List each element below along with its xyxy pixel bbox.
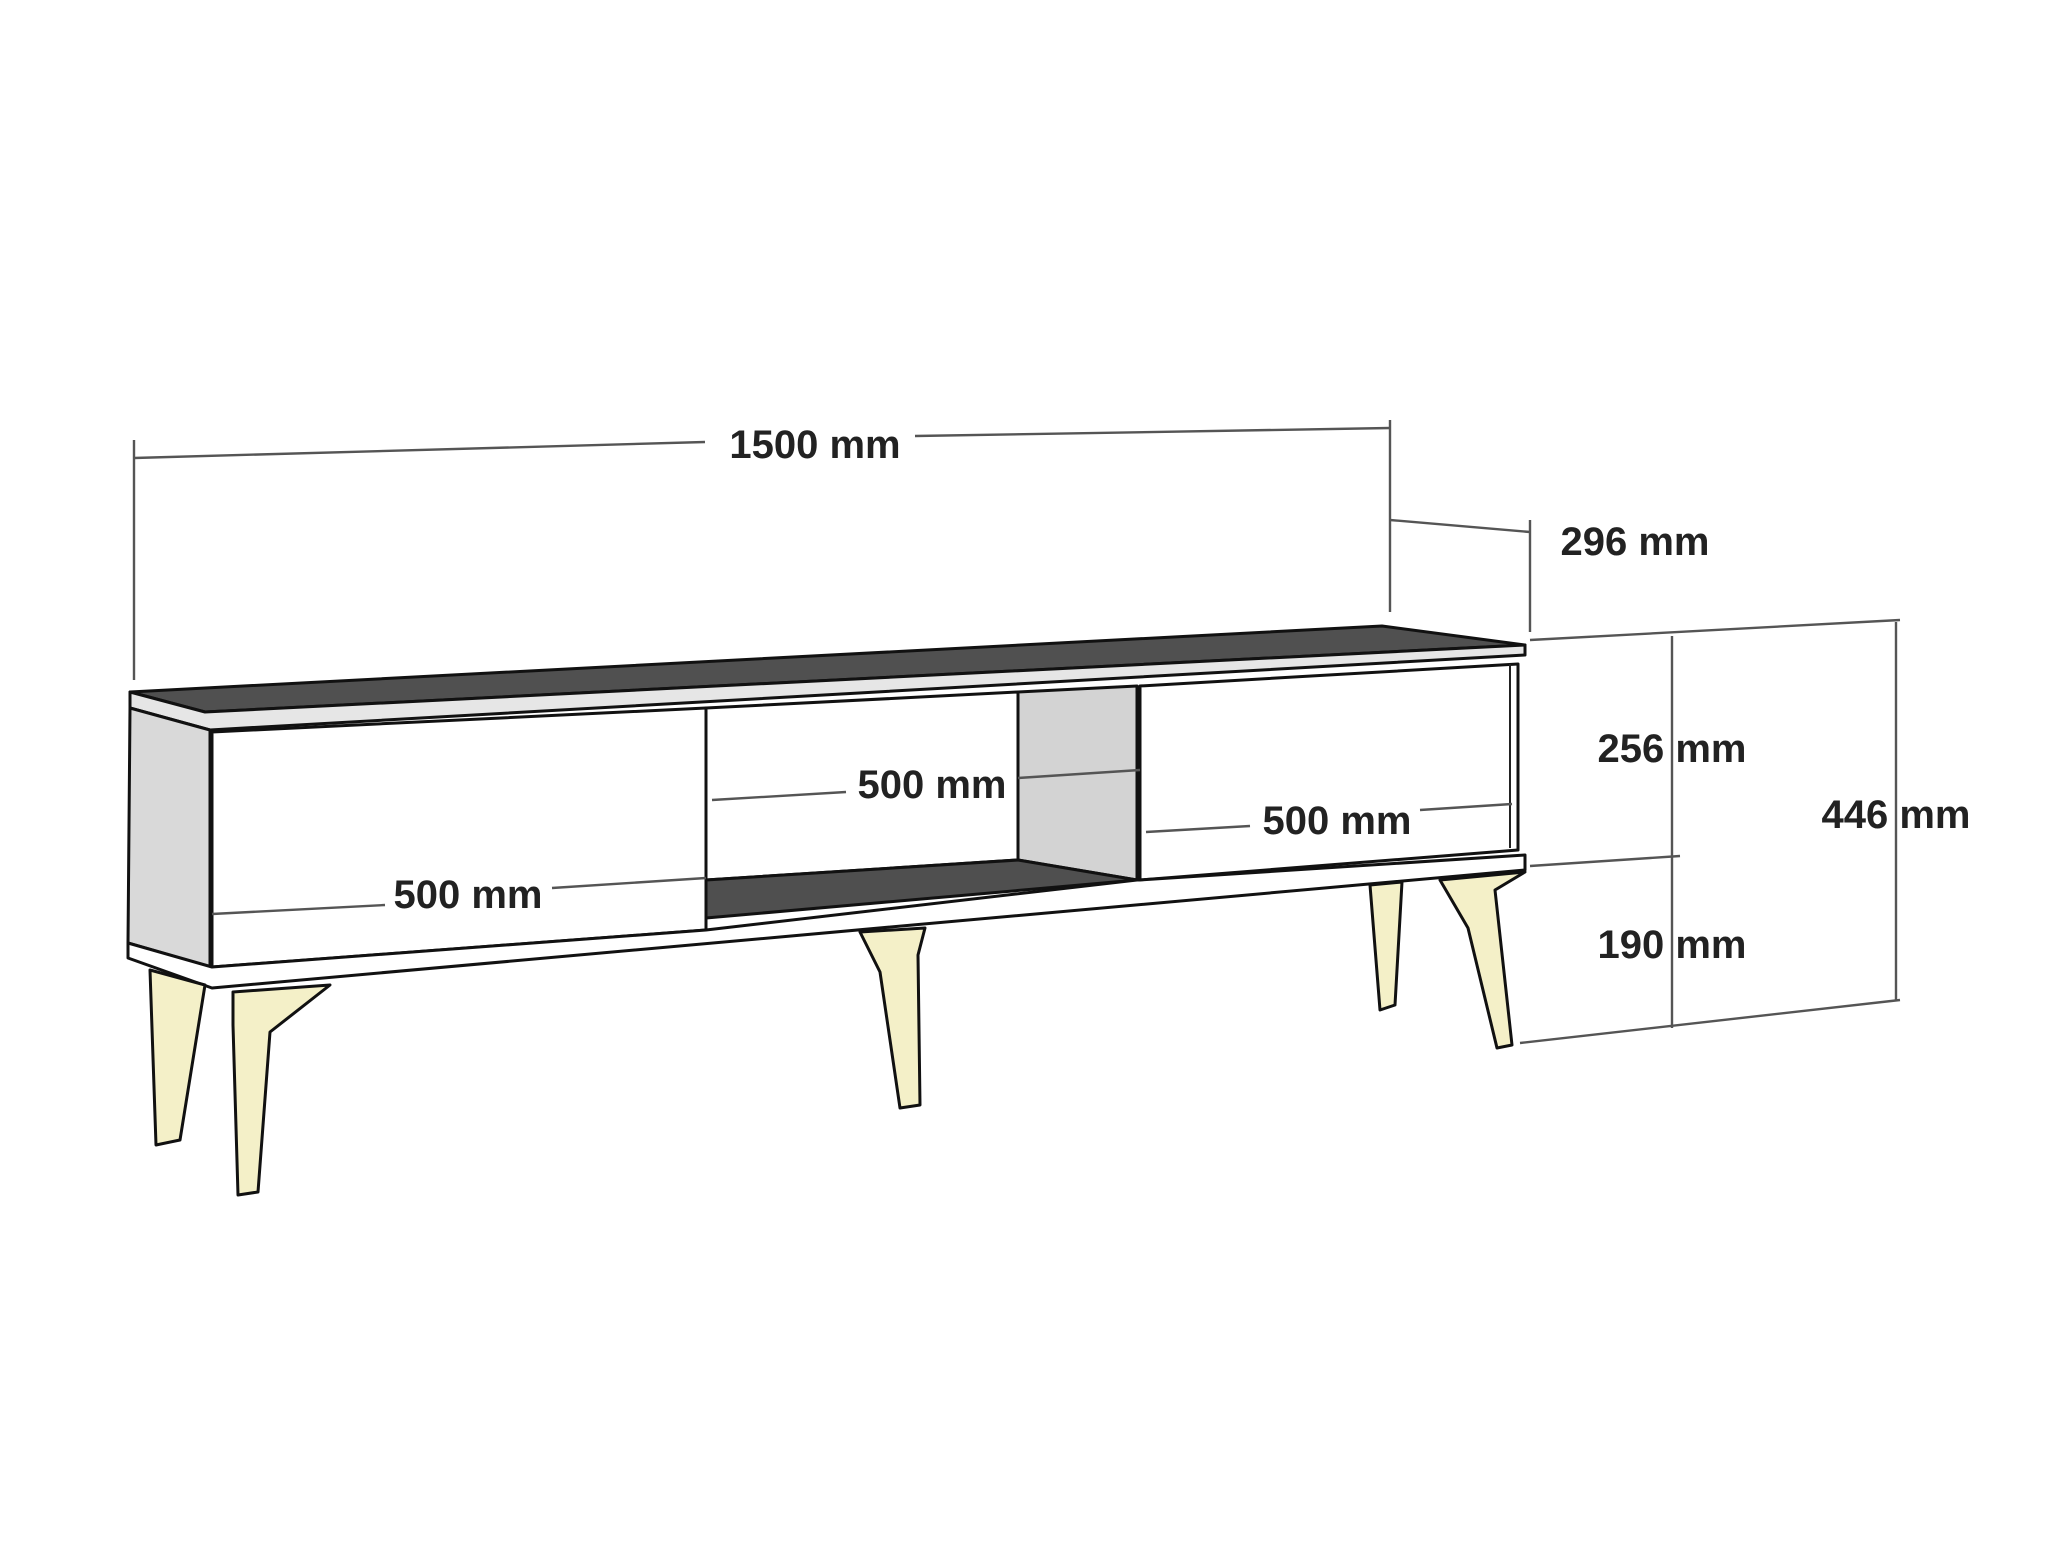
- right-door: [1138, 662, 1520, 882]
- dimension-lines: [132, 420, 1901, 1045]
- middle-shelf-width-label: 500 mm: [858, 763, 1007, 807]
- shelf-inner-wall: [1016, 684, 1139, 882]
- leg-back-right: [1368, 880, 1404, 1012]
- overall-width-label: 1500 mm: [729, 423, 900, 467]
- depth-label: 296 mm: [1561, 520, 1710, 564]
- dimension-labels: 1500 mm 296 mm 256 mm 190 mm 446 mm 500 …: [394, 423, 1971, 967]
- leg-front-right: [1438, 870, 1527, 1050]
- left-door: [210, 706, 708, 969]
- tv-stand: [126, 624, 1527, 1197]
- left-side-panel: [126, 706, 212, 969]
- left-door-width-label: 500 mm: [394, 873, 543, 917]
- right-door-width-label: 500 mm: [1263, 799, 1412, 843]
- legs: [148, 870, 1527, 1197]
- leg-front-left: [231, 983, 332, 1197]
- leg-back-left: [148, 968, 207, 1147]
- leg-height-label: 190 mm: [1598, 923, 1747, 967]
- leg-middle: [858, 926, 927, 1110]
- overall-height-label: 446 mm: [1822, 793, 1971, 837]
- body-height-label: 256 mm: [1598, 727, 1747, 771]
- bottom-plinth: [126, 853, 1527, 990]
